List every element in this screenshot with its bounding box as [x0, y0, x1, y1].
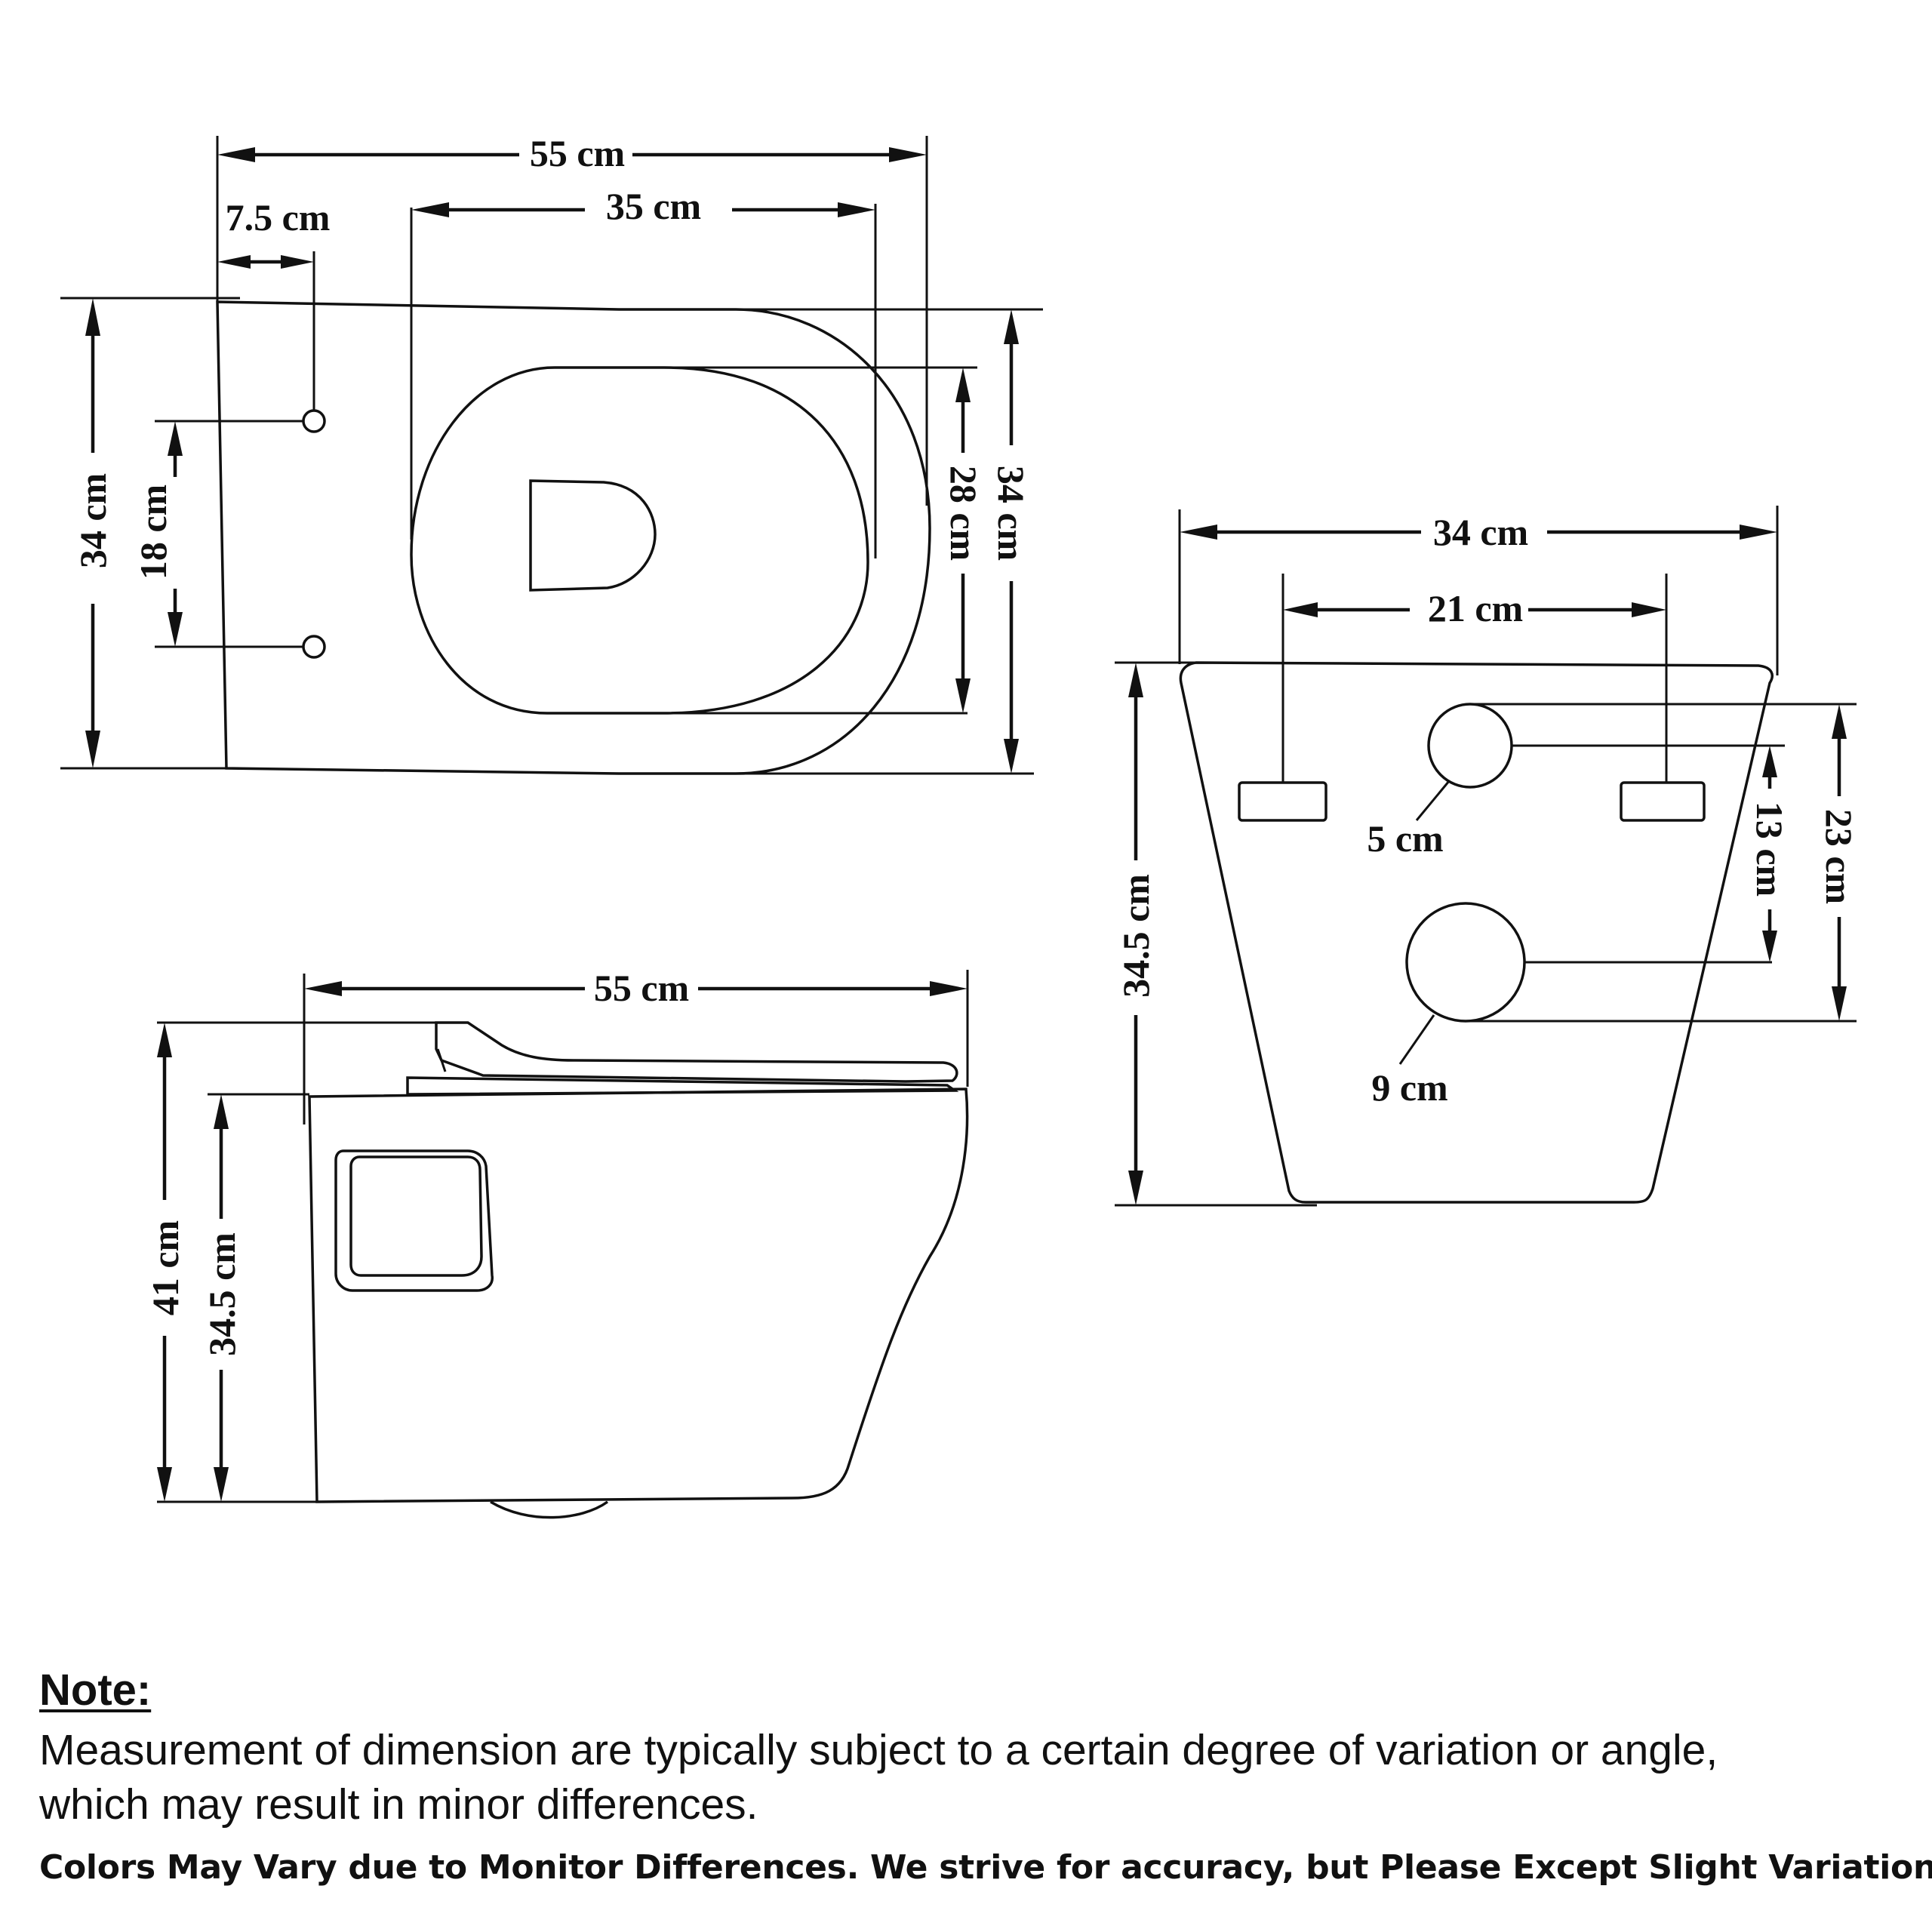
top-view-bowl-opening	[410, 366, 869, 715]
top-seat-length-label: 35 cm	[606, 185, 701, 227]
side-view-bowl	[308, 1088, 969, 1503]
top-mount-spacing-label: 18 cm	[132, 485, 174, 580]
top-seat-width-label: 28 cm	[943, 466, 985, 561]
note-section: Note: Measurement of dimension are typic…	[39, 1664, 1932, 1887]
back-inlet-outlet-distance-label: 13 cm	[1749, 801, 1791, 897]
back-inlet	[1427, 703, 1513, 789]
top-view-outline	[216, 300, 931, 775]
back-bolt-spacing-label: 21 cm	[1428, 587, 1523, 629]
back-outlet	[1405, 902, 1526, 1023]
mount-hole-bottom	[302, 635, 326, 659]
side-bowl-height-label: 34.5 cm	[201, 1232, 243, 1356]
side-view-seat-lid	[435, 1021, 958, 1083]
back-bolt-right	[1620, 781, 1706, 822]
top-view: 55 cm 35 cm 7.5 cm 34 cm 18 cm 28 cm	[60, 132, 1043, 775]
top-overall-width-label: 34 cm	[72, 473, 114, 568]
top-view-drain	[529, 479, 657, 592]
back-bolt-left	[1238, 781, 1327, 822]
side-total-height-label: 41 cm	[144, 1220, 186, 1315]
back-width-label: 34 cm	[1433, 511, 1528, 553]
top-overall-width-right-label: 34 cm	[990, 466, 1032, 561]
back-inlet-diameter-label: 5 cm	[1367, 817, 1443, 860]
top-mount-offset-label: 7.5 cm	[226, 196, 331, 238]
side-view: 55 cm 41 cm 34.5 cm	[144, 967, 969, 1519]
back-outlet-diameter-label: 9 cm	[1371, 1066, 1447, 1109]
back-view-outline	[1179, 661, 1774, 1204]
top-overall-length-label: 55 cm	[530, 132, 625, 174]
side-length-label: 55 cm	[594, 967, 689, 1009]
back-height-label: 34.5 cm	[1115, 874, 1157, 998]
back-outlet-height-label: 23 cm	[1818, 809, 1860, 904]
side-view-access-panel	[334, 1149, 494, 1292]
back-view: 34 cm 21 cm 34.5 cm 13 cm 23 cm 5 cm 9 c…	[1115, 506, 1860, 1207]
note-body: Measurement of dimension are typically s…	[39, 1725, 1718, 1829]
note-title: Note:	[39, 1666, 152, 1715]
mount-hole-top	[302, 409, 326, 433]
note-footer: Colors May Vary due to Monitor Differenc…	[39, 1848, 1932, 1887]
